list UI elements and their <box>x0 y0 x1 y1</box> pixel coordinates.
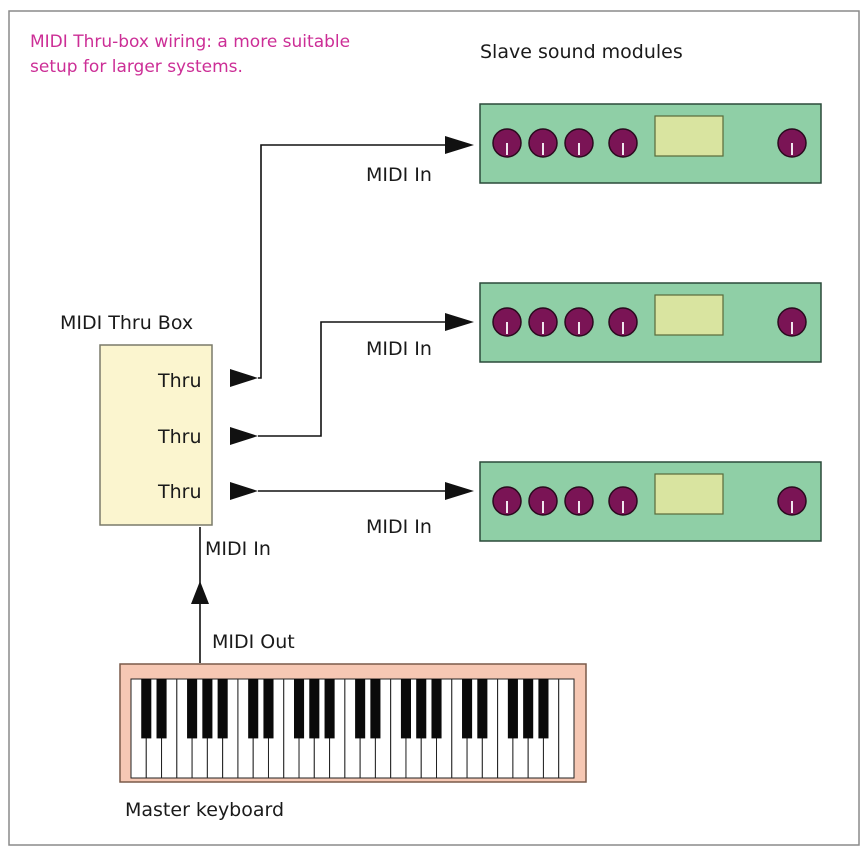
black-key <box>507 679 518 739</box>
module-display <box>654 473 724 515</box>
wire-thru-1 <box>258 144 448 379</box>
thru-box-label: MIDI Thru Box <box>60 312 194 334</box>
thru-box <box>99 344 213 526</box>
arrow-module-2 <box>445 313 474 331</box>
module-3-midi-in-label: MIDI In <box>366 516 432 538</box>
black-key <box>477 679 488 739</box>
black-key <box>156 679 167 739</box>
black-key <box>202 679 213 739</box>
wires <box>199 144 448 663</box>
white-key <box>558 678 575 779</box>
black-key <box>431 679 442 739</box>
black-key <box>462 679 473 739</box>
black-key <box>217 679 228 739</box>
figure-frame <box>8 10 860 846</box>
thru-port-label-1: Thru <box>158 370 202 392</box>
master-keyboard-label: Master keyboard <box>125 799 285 821</box>
module-display <box>654 294 724 336</box>
arrow-thru-2 <box>230 427 258 445</box>
black-key <box>309 679 320 739</box>
black-key <box>293 679 305 739</box>
module-display <box>654 115 724 157</box>
arrow-module-3 <box>445 482 474 500</box>
thru-box-midi-in-label: MIDI In <box>205 538 271 560</box>
module-1-midi-in-label: MIDI In <box>366 164 432 186</box>
slave-module-3 <box>479 461 822 542</box>
black-key <box>355 679 366 739</box>
arrow-thru-3 <box>230 482 258 500</box>
slave-module-2 <box>479 282 822 363</box>
wire-thru-2 <box>258 321 448 437</box>
thru-port-label-2: Thru <box>158 426 202 448</box>
keyboard-keys <box>130 678 575 779</box>
keyboard-midi-out-label: MIDI Out <box>212 631 295 653</box>
slave-modules-label: Slave sound modules <box>480 41 683 63</box>
black-key <box>263 679 274 739</box>
black-key <box>400 679 412 739</box>
black-key <box>538 679 549 739</box>
module-2-midi-in-label: MIDI In <box>366 338 432 360</box>
black-key <box>523 679 534 739</box>
slave-modules <box>479 103 822 542</box>
black-key <box>141 679 152 739</box>
black-key <box>370 679 381 739</box>
arrow-box-in <box>191 581 209 604</box>
arrow-thru-1 <box>230 369 258 387</box>
caption-line-2: setup for larger systems. <box>30 57 243 77</box>
caption-line-1: MIDI Thru-box wiring: a more suitable <box>30 32 351 52</box>
arrowheads <box>191 136 474 604</box>
black-key <box>248 679 259 739</box>
arrow-module-1 <box>445 136 474 154</box>
black-key <box>416 679 427 739</box>
black-key <box>187 679 198 739</box>
thru-port-label-3: Thru <box>158 481 202 503</box>
slave-module-1 <box>479 103 822 184</box>
black-key <box>324 679 335 739</box>
